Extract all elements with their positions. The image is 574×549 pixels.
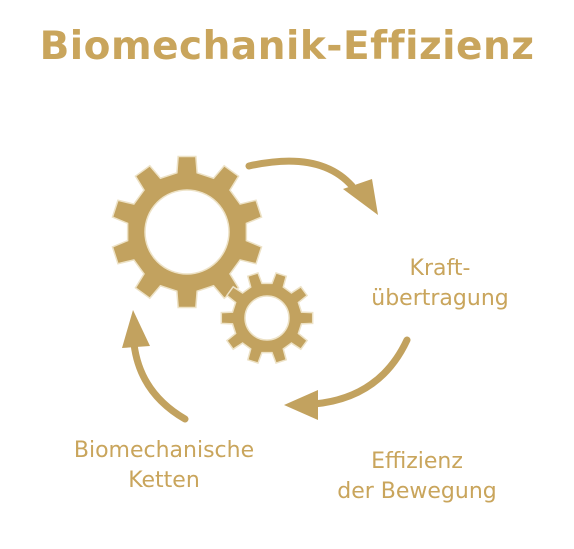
label-biomechanische-ketten: Biomechanische Ketten: [44, 436, 284, 496]
label-line: Biomechanische: [73, 438, 255, 463]
label-line: Ketten: [128, 468, 200, 493]
curved-arrow-icon-bottom: [284, 336, 411, 420]
large-gear-icon: [111, 155, 263, 309]
page-title: Biomechanik-Effizienz: [39, 24, 535, 69]
curved-arrow-icon-left: [122, 310, 189, 423]
label-line: Effizienz: [371, 449, 463, 474]
small-gear-icon: [220, 271, 314, 365]
label-effizienz-der-bewegung: Effizienz der Bewegung: [312, 447, 522, 507]
label-line: der Bewegung: [337, 479, 497, 504]
label-kraftuebertragung: Kraft- übertragung: [350, 254, 530, 314]
curved-arrow-icon-top: [245, 157, 378, 215]
label-line: übertragung: [371, 286, 509, 311]
label-line: Kraft-: [409, 256, 471, 281]
